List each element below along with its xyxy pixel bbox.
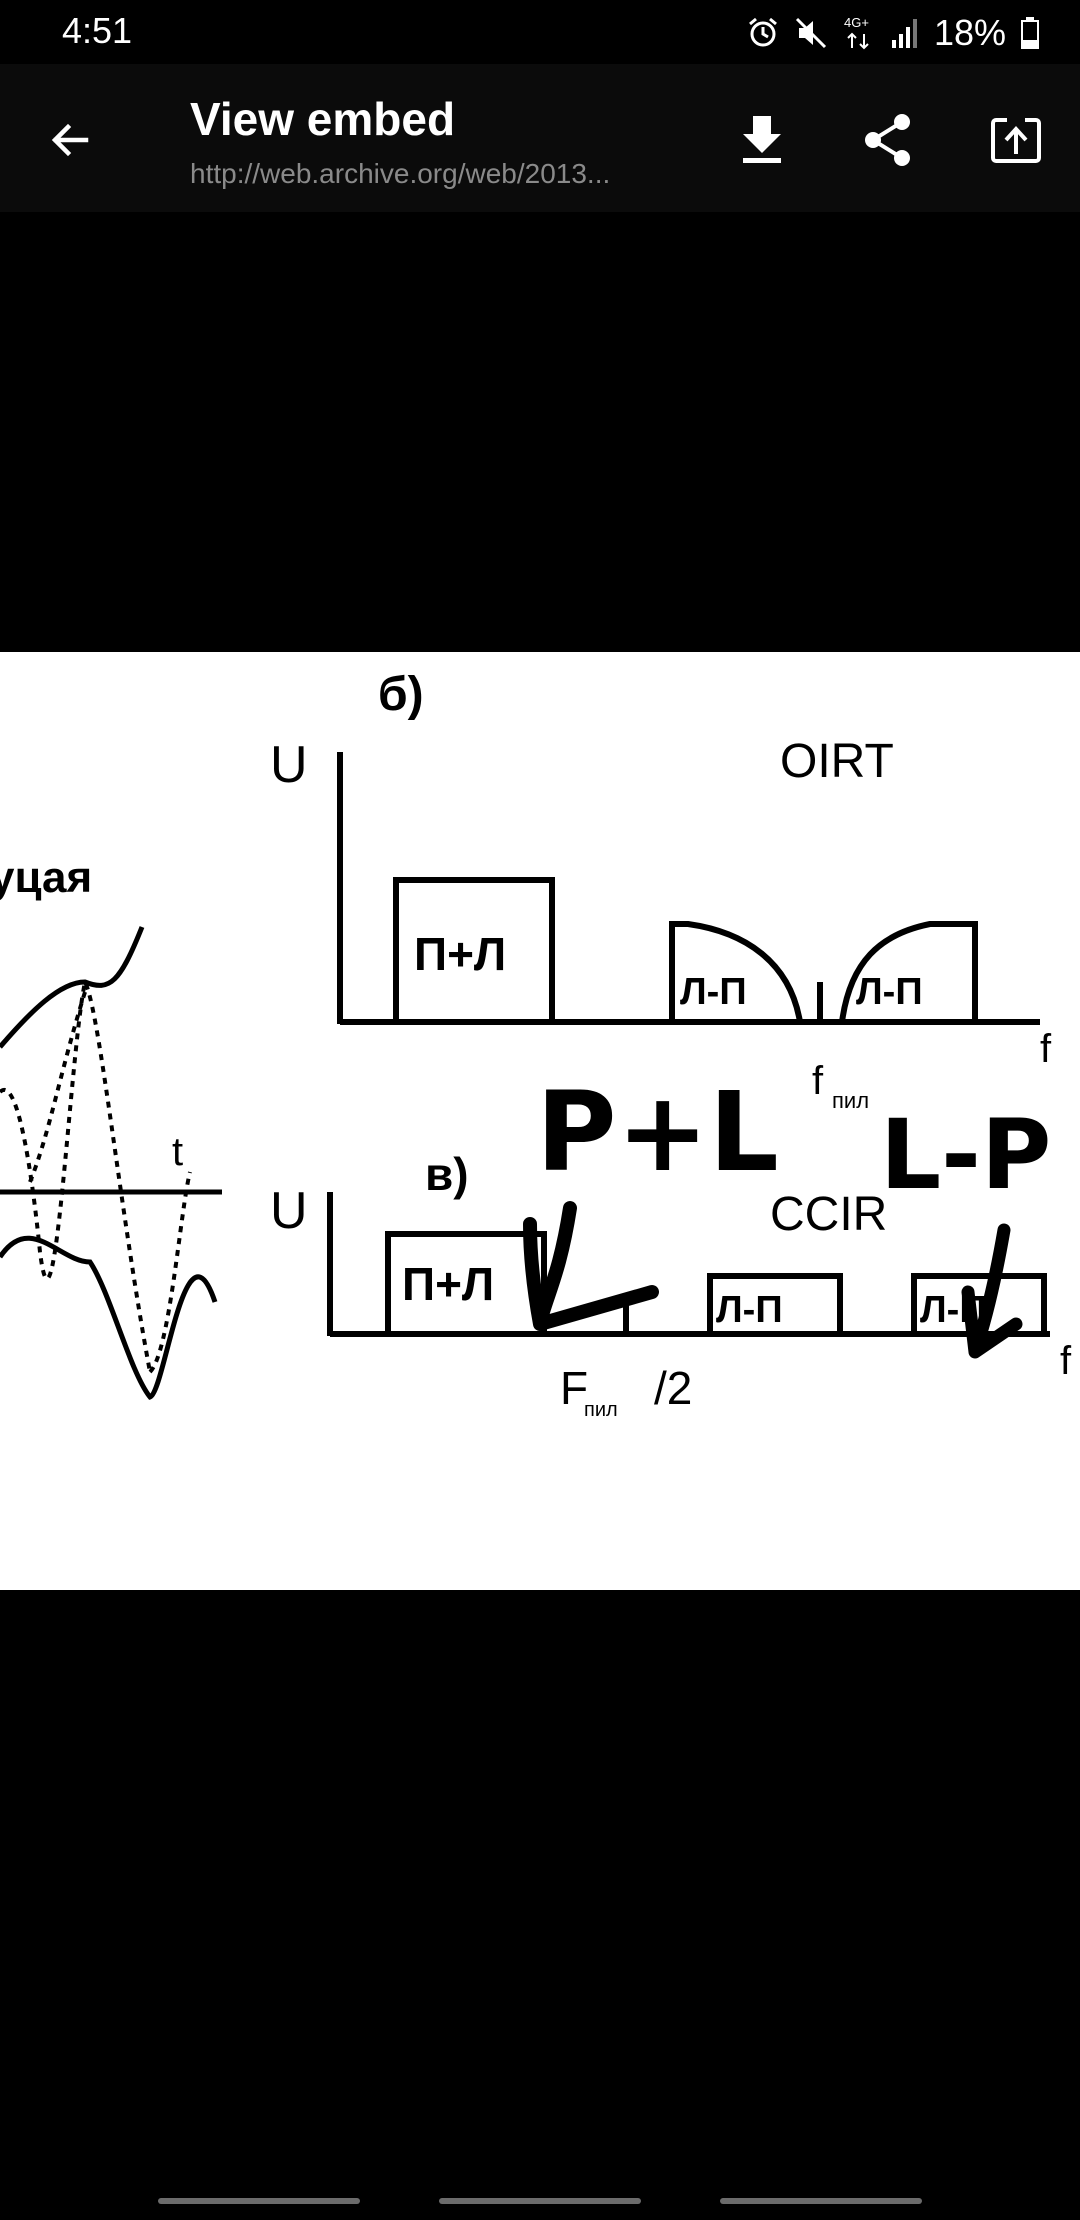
nav-pill-right[interactable] — [720, 2198, 922, 2204]
left-fragment-label: уцая — [0, 853, 92, 902]
panel-b-label: б) — [378, 668, 424, 721]
page-url: http://web.archive.org/web/2013... — [190, 158, 611, 189]
back-arrow-icon — [51, 123, 89, 157]
panel-b-axis-label: U — [270, 736, 308, 794]
share-button[interactable] — [852, 104, 924, 176]
open-external-button[interactable] — [980, 104, 1052, 176]
handwritten-sum-label: P+L — [536, 1068, 779, 1196]
panel-b-standard: OIRT — [780, 735, 894, 788]
panel-b-sum-label: П+Л — [414, 928, 506, 980]
handwritten-arrow-sum — [523, 1201, 659, 1331]
panel-v-diff-label-1: Л-П — [716, 1289, 783, 1331]
panel-b-sum-band — [393, 877, 555, 1025]
app-bar: View embed http://web.archive.org/web/20… — [0, 64, 1080, 212]
left-axis-label: t — [172, 1130, 183, 1174]
alarm-icon — [746, 16, 780, 50]
panel-v-label: в) — [425, 1148, 469, 1200]
panel-v-freq-label: f — [1060, 1339, 1072, 1383]
panel-b-diff-band-2 — [839, 921, 978, 1023]
share-icon — [865, 114, 910, 166]
handwritten-arrow-diff — [961, 1223, 1023, 1359]
battery-icon — [1020, 16, 1040, 50]
network-icon: 4G+ — [842, 14, 876, 52]
panel-v-standard: CCIR — [770, 1188, 887, 1241]
download-icon — [743, 116, 781, 163]
navigation-bar — [0, 2180, 1080, 2220]
nav-pill-center[interactable] — [439, 2198, 641, 2204]
download-button[interactable] — [726, 104, 798, 176]
panel-b-pilot-label: f — [812, 1059, 824, 1103]
panel-oirt: б) U OIRT П+Л Л-П Л-П f пил f — [270, 668, 1052, 1113]
nav-pill-left[interactable] — [158, 2198, 360, 2204]
back-button[interactable] — [40, 110, 100, 170]
handwritten-annotations: P+L L-P — [523, 1068, 1051, 1359]
panel-v-pilot-label: F — [560, 1362, 588, 1414]
battery-percent: 18% — [933, 12, 1006, 53]
page-title: View embed — [190, 93, 456, 145]
svg-text:4G+: 4G+ — [844, 15, 869, 30]
panel-b-freq-label: f — [1040, 1027, 1052, 1071]
panel-ccir: в) U CCIR П+Л Л-П Л-П F пил /2 f — [270, 1148, 1072, 1421]
status-bar: 4:51 4G+ 18% — [0, 0, 1080, 64]
panel-v-sum-band — [385, 1231, 547, 1337]
signal-icon — [890, 16, 920, 50]
handwritten-diff-label: L-P — [880, 1099, 1051, 1211]
panel-v-axis-label: U — [270, 1182, 308, 1240]
embedded-image[interactable]: уцая t б) U OIRT П+Л Л-П Л-П f пил f — [0, 652, 1080, 1590]
panel-b-diff-label-2: Л-П — [856, 971, 923, 1013]
mute-icon — [794, 16, 828, 50]
panel-b-pilot-sub: пил — [832, 1088, 869, 1113]
panel-v-pilot-sub: пил — [584, 1399, 618, 1421]
panel-b-diff-label-1: Л-П — [680, 971, 747, 1013]
panel-v-pilot-suffix: /2 — [654, 1362, 692, 1414]
left-waveform-fragment: уцая t — [0, 853, 222, 1400]
status-time: 4:51 — [62, 10, 133, 51]
status-icons: 4G+ 18% — [746, 12, 1040, 54]
open-external-icon — [991, 118, 1041, 163]
panel-v-sum-label: П+Л — [402, 1258, 494, 1310]
panel-b-diff-band-1 — [669, 921, 803, 1023]
panel-v-diff-band-1 — [707, 1273, 843, 1337]
